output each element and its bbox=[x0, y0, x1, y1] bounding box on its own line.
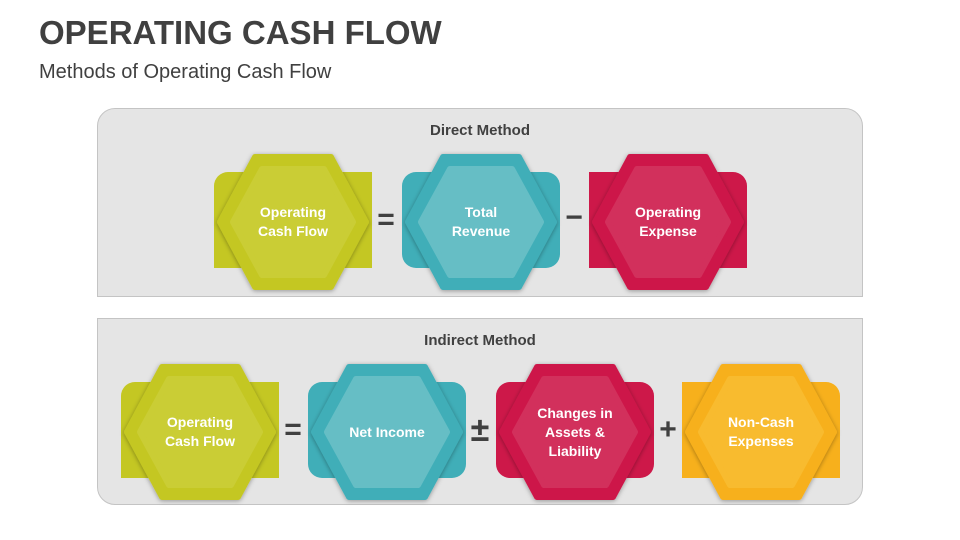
direct-item-operating-expense: Operating Expense bbox=[589, 154, 747, 290]
page-subtitle: Methods of Operating Cash Flow bbox=[39, 61, 332, 83]
hexagon-inner bbox=[137, 376, 263, 488]
hexagon-shape bbox=[405, 154, 557, 290]
hexagon-shape bbox=[311, 364, 463, 500]
plus-operator: + bbox=[659, 413, 677, 446]
item-label: Operating Cash Flow bbox=[257, 204, 328, 239]
equals-operator: = bbox=[284, 413, 302, 446]
item-label: Operating Cash Flow bbox=[164, 414, 235, 449]
hexagon-inner bbox=[324, 376, 450, 488]
indirect-item-non-cash-expenses: Non-Cash Expenses bbox=[682, 364, 840, 500]
hexagon-inner bbox=[698, 376, 824, 488]
indirect-method-title: Indirect Method bbox=[424, 332, 536, 349]
hexagon-shape bbox=[685, 364, 837, 500]
plus-minus-operator: ± bbox=[470, 411, 490, 449]
hexagon-shape bbox=[124, 364, 276, 500]
direct-method-title: Direct Method bbox=[429, 122, 530, 139]
item-label: Total Revenue bbox=[451, 204, 511, 239]
indirect-item-changes-in-assets-liability: Changes in Assets & Liability bbox=[496, 364, 654, 500]
minus-operator: − bbox=[565, 201, 583, 234]
equals-operator: = bbox=[377, 203, 395, 236]
item-label: Net Income bbox=[349, 423, 425, 440]
hexagon-inner bbox=[418, 166, 544, 278]
indirect-item-net-income: Net Income bbox=[308, 364, 466, 500]
hexagon-shape bbox=[217, 154, 369, 290]
direct-item-operating-cash-flow: Operating Cash Flow bbox=[214, 154, 372, 290]
item-label: Operating Expense bbox=[634, 204, 702, 239]
item-label: Changes in Assets & Liability bbox=[537, 404, 613, 459]
page-title: OPERATING CASH FLOW bbox=[39, 14, 442, 51]
hexagon-inner bbox=[230, 166, 356, 278]
indirect-item-operating-cash-flow: Operating Cash Flow bbox=[121, 364, 279, 500]
item-label: Non-Cash Expenses bbox=[727, 414, 795, 449]
hexagon-shape bbox=[499, 364, 651, 500]
hexagon-inner bbox=[605, 166, 731, 278]
direct-item-total-revenue: Total Revenue bbox=[402, 154, 560, 290]
hexagon-shape bbox=[592, 154, 744, 290]
hexagon-inner bbox=[512, 376, 638, 488]
